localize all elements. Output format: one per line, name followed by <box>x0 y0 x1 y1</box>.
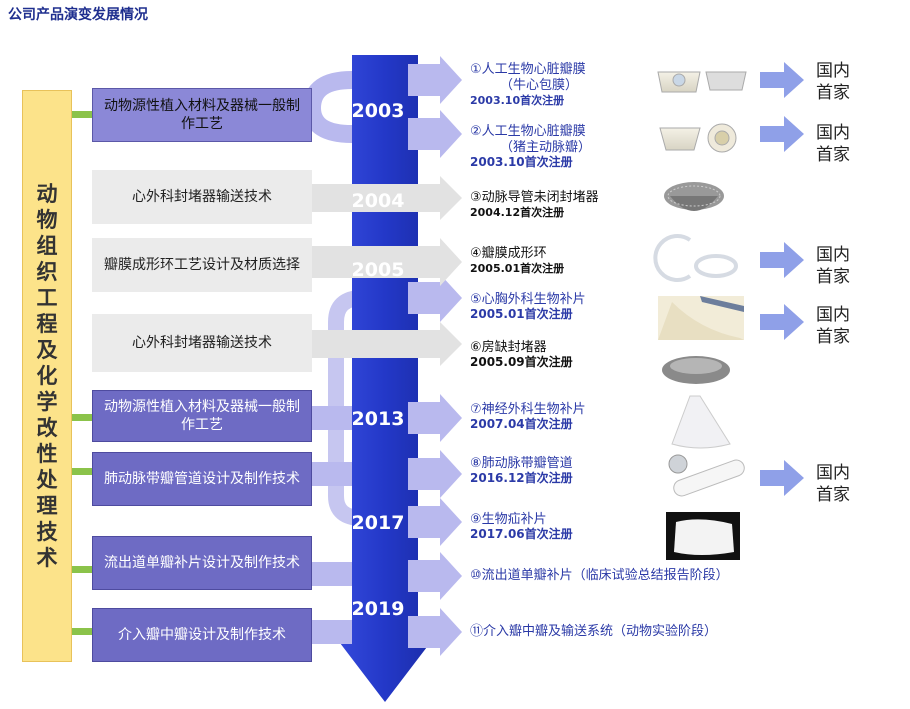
year-2004: 2004 <box>351 190 405 212</box>
tech-box-1: 动物源性植入材料及器械一般制作工艺 <box>92 88 312 142</box>
year-2013: 2013 <box>351 408 405 430</box>
product-7-registration: 2007.04首次注册 <box>470 417 573 431</box>
product-1: ①人工生物心脏瓣膜 （牛心包膜） 2003.10首次注册 <box>470 62 586 107</box>
tech-box-2: 心外科封堵器输送技术 <box>92 170 312 224</box>
product-6: ⑥房缺封堵器 2005.09首次注册 <box>470 340 573 369</box>
arrow-tech-2 <box>312 176 462 220</box>
product-6-name: ⑥房缺封堵器 <box>470 340 547 355</box>
tech-box-6: 肺动脉带瓣管道设计及制作技术 <box>92 452 312 506</box>
year-2003: 2003 <box>351 100 405 122</box>
connector-tech-1 <box>72 111 92 118</box>
product-9-registration: 2017.06首次注册 <box>470 527 573 541</box>
year-2019: 2019 <box>351 598 405 620</box>
product-11-name: ⑪介入瓣中瓣及输送系统（动物实验阶段） <box>470 624 718 639</box>
connector-tech-8 <box>72 628 92 635</box>
product-2-name: ②人工生物心脏瓣膜 <box>470 124 586 139</box>
product-8-name: ⑧肺动脉带瓣管道 <box>470 456 573 471</box>
tech-box-5: 动物源性植入材料及器械一般制作工艺 <box>92 390 312 442</box>
connector-tech-5 <box>72 414 92 421</box>
product-5: ⑤心胸外科生物补片 2005.01首次注册 <box>470 292 586 321</box>
product-11: ⑪介入瓣中瓣及输送系统（动物实验阶段） <box>470 624 717 640</box>
tech-box-8: 介入瓣中瓣设计及制作技术 <box>92 608 312 662</box>
first-domestic-4: 国内首家 <box>816 245 850 287</box>
arrow-tech-3 <box>312 238 462 286</box>
arrow-product-11 <box>408 608 462 656</box>
tech-box-4: 心外科封堵器输送技术 <box>92 314 312 372</box>
photo-cardiac-patch <box>658 296 744 340</box>
loop-2003 <box>302 71 439 143</box>
product-7: ⑦神经外科生物补片 2007.04首次注册 <box>470 402 586 431</box>
product-4-name: ④瓣膜成形环 <box>470 246 547 261</box>
product-2: ②人工生物心脏瓣膜 （猪主动脉瓣） 2003.10首次注册 <box>470 124 591 169</box>
product-8-registration: 2016.12首次注册 <box>470 471 573 485</box>
first-domestic-8: 国内首家 <box>816 463 850 505</box>
photo-valved-conduit <box>668 454 745 497</box>
product-4-registration: 2005.01首次注册 <box>470 262 565 275</box>
product-6-registration: 2005.09首次注册 <box>470 355 573 369</box>
connector-tech-7 <box>72 566 92 573</box>
product-3-name: ③动脉导管未闭封堵器 <box>470 190 599 205</box>
arrow-first-2 <box>760 116 804 152</box>
year-2017: 2017 <box>351 512 405 534</box>
arrow-tech-4 <box>312 322 462 366</box>
arrow-first-4 <box>760 242 804 278</box>
arrow-product-7 <box>408 394 462 442</box>
arrow-product-2 <box>408 110 462 158</box>
product-7-name: ⑦神经外科生物补片 <box>470 402 586 417</box>
first-domestic-2: 国内首家 <box>816 123 850 165</box>
page-title: 公司产品演变发展情况 <box>8 7 148 23</box>
arrow-product-8 <box>408 450 462 498</box>
arrow-first-8 <box>760 460 804 496</box>
product-2-name2: （猪主动脉瓣） <box>500 140 592 155</box>
photo-neuro-patch <box>671 395 731 449</box>
arrow-product-1 <box>408 56 462 104</box>
product-9: ⑨生物疝补片 2017.06首次注册 <box>470 512 573 541</box>
product-5-registration: 2005.01首次注册 <box>470 307 573 321</box>
first-domestic-5: 国内首家 <box>816 305 850 347</box>
technology-category-label: 动物组织工程及化学改性处理技术 <box>36 182 58 570</box>
technology-category-bar: 动物组织工程及化学改性处理技术 <box>22 90 72 662</box>
arrow-first-5 <box>760 304 804 340</box>
product-10-name: ⑩流出道单瓣补片（临床试验总结报告阶段） <box>470 568 729 583</box>
photo-pda-occluder <box>664 182 724 211</box>
link-tech-5 <box>312 406 352 430</box>
arrow-product-9 <box>408 498 462 546</box>
photo-asd-occluder <box>662 356 730 384</box>
product-1-name: ①人工生物心脏瓣膜 <box>470 62 586 77</box>
product-5-name: ⑤心胸外科生物补片 <box>470 292 586 307</box>
photo-hernia-patch <box>666 512 740 560</box>
product-2-registration: 2003.10首次注册 <box>470 155 573 169</box>
link-tech-8 <box>312 620 352 644</box>
link-tech-6 <box>312 462 352 486</box>
connector-tech-6 <box>72 468 92 475</box>
arrow-product-5 <box>408 274 462 322</box>
arrow-first-1 <box>760 62 804 98</box>
product-4: ④瓣膜成形环 2005.01首次注册 <box>470 246 564 275</box>
product-3-registration: 2004.12首次注册 <box>470 206 565 219</box>
product-1-registration: 2003.10首次注册 <box>470 94 565 107</box>
photo-heart-valve-bovine <box>657 71 747 93</box>
arrow-product-10 <box>408 552 462 600</box>
photo-annuloplasty-ring <box>653 234 738 282</box>
photo-heart-valve-porcine <box>659 123 737 153</box>
product-10: ⑩流出道单瓣补片（临床试验总结报告阶段） <box>470 568 729 584</box>
product-8: ⑧肺动脉带瓣管道 2016.12首次注册 <box>470 456 573 485</box>
product-3: ③动脉导管未闭封堵器 2004.12首次注册 <box>470 190 599 219</box>
product-9-name: ⑨生物疝补片 <box>470 512 547 527</box>
timeline-bar <box>324 55 446 702</box>
tech-box-3: 瓣膜成形环工艺设计及材质选择 <box>92 238 312 292</box>
tech-box-7: 流出道单瓣补片设计及制作技术 <box>92 536 312 590</box>
product-1-name2: （牛心包膜） <box>500 78 579 93</box>
link-tech-7 <box>312 562 352 586</box>
first-domestic-1: 国内首家 <box>816 61 850 103</box>
year-2005: 2005 <box>351 259 405 281</box>
